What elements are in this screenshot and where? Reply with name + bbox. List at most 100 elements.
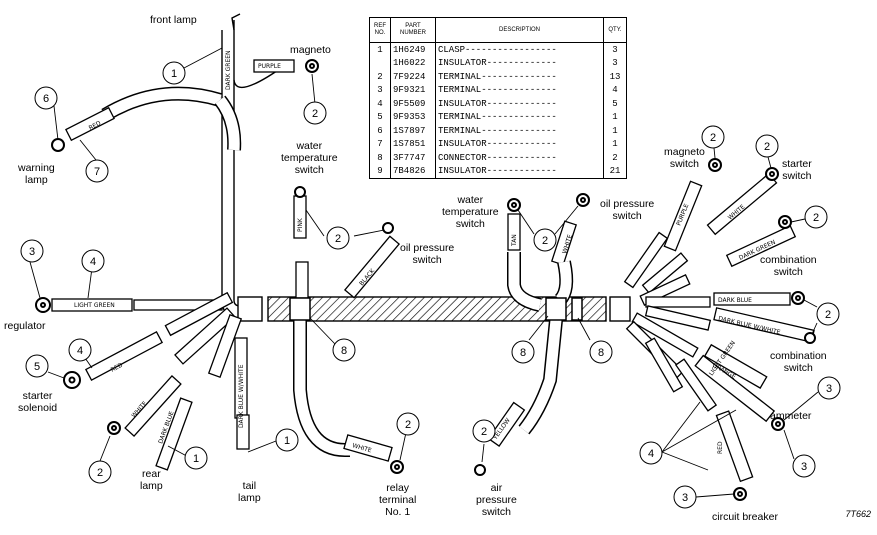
label-front-lamp: front lamp	[150, 14, 197, 26]
label-line: combination	[770, 350, 827, 362]
cell-part-number: 1H6022	[390, 56, 436, 71]
label-line: temperature	[281, 152, 338, 164]
label-magneto-switch: magneto switch	[664, 146, 705, 170]
cell-qty: 2	[612, 152, 618, 163]
cell-qty: 5	[612, 98, 618, 109]
label-line: water	[296, 140, 323, 152]
label-combination-switch-1: combination switch	[760, 254, 817, 278]
cell-description: TERMINAL--------------	[435, 83, 604, 97]
svg-text:4: 4	[77, 345, 83, 357]
callout-8-left: 8	[332, 338, 356, 362]
wire-label-dark-green: DARK GREEN	[225, 50, 232, 90]
callout-4-regulator: 4	[81, 249, 105, 273]
callout-2-combination-1: 2	[804, 205, 828, 229]
label-relay-terminal: relay terminal No. 1	[379, 482, 416, 518]
svg-text:1: 1	[171, 68, 177, 80]
cell-ref: 2	[369, 70, 391, 84]
figure-number: 7T662	[845, 509, 871, 519]
label-ammeter: ammeter	[770, 410, 812, 422]
label-oil-pressure-switch-2: oil pressure switch	[600, 198, 654, 222]
svg-text:4: 4	[90, 256, 96, 268]
label-line: No. 1	[385, 506, 411, 518]
cell-part-number: 3F7747	[390, 150, 436, 165]
cell-part-number: 1S7851	[390, 137, 436, 151]
cell-ref: 3	[369, 83, 391, 97]
svg-text:2: 2	[335, 233, 341, 245]
cell-description: INSULATOR-------------	[435, 137, 604, 151]
cell-qty: 1	[612, 125, 618, 136]
cell-part-number: 9F5509	[390, 97, 436, 111]
callout-3-ammeter: 3	[817, 376, 841, 400]
cell-qty: 1	[612, 139, 618, 150]
label-line: relay	[386, 482, 410, 494]
cell-ref: 4	[369, 97, 391, 111]
callout-4-right: 4	[639, 441, 663, 465]
cell-ref: 1	[369, 42, 391, 57]
label-line: switch	[773, 266, 803, 278]
callout-2-magneto: 2	[303, 101, 327, 125]
label-line: oil pressure	[400, 242, 455, 254]
callout-2-solenoid: 2	[88, 460, 112, 484]
header-description: DESCRIPTION	[435, 17, 604, 43]
label-line: tail	[242, 480, 257, 492]
label-magneto: magneto	[290, 44, 331, 56]
label-line: lamp	[25, 174, 48, 186]
cell-ref: 8	[369, 150, 391, 165]
label-line: lamp	[238, 492, 261, 504]
cell-part-number: 9F9353	[390, 110, 436, 124]
cell-part-number: 1H6249	[390, 42, 436, 57]
svg-text:2: 2	[764, 141, 770, 153]
cables	[51, 59, 815, 483]
callout-5: 5	[25, 354, 49, 378]
callout-2-magneto-switch: 2	[701, 125, 725, 149]
label-line: switch	[294, 164, 324, 176]
callout-2-water-temp-2: 2	[533, 228, 557, 252]
svg-text:1: 1	[284, 435, 290, 447]
cell-description: INSULATOR-------------	[435, 56, 604, 71]
connectors	[289, 297, 583, 321]
wire-label-pink: PINK	[297, 217, 304, 232]
label-regulator: regulator	[4, 320, 46, 332]
svg-text:1: 1	[193, 453, 199, 465]
cell-description: INSULATOR-------------	[435, 97, 604, 111]
svg-text:3: 3	[29, 246, 35, 258]
callout-8-right: 8	[589, 340, 613, 364]
label-line: rear	[142, 468, 161, 480]
label-starter-switch: starter switch	[782, 158, 812, 182]
label-water-temperature-switch-1: water temperature switch	[281, 140, 338, 176]
svg-text:8: 8	[598, 347, 604, 359]
label-line: switch	[412, 254, 442, 266]
label-line: starter	[22, 390, 53, 402]
svg-text:2: 2	[813, 212, 819, 224]
cell-ref: 9	[369, 164, 391, 179]
terminals	[35, 59, 816, 501]
callout-1-tail-lamp: 1	[275, 428, 299, 452]
label-line: switch	[782, 170, 812, 182]
label-water-temperature-switch-2: water temperature switch	[442, 194, 499, 230]
svg-text:3: 3	[801, 461, 807, 473]
callout-2-relay: 2	[396, 412, 420, 436]
cell-ref: 7	[369, 137, 391, 151]
callout-2-starter-switch: 2	[755, 134, 779, 158]
parts-table-header: REF NO. PART NUMBER DESCRIPTION QTY.	[369, 17, 627, 43]
label-circuit-breaker: circuit breaker	[712, 511, 778, 523]
callouts: 1 2 6 7 2 3 4 2 5 4 1 1 8 2 8 8 2 2 2 2 …	[20, 61, 841, 509]
cell-description: CONNECTOR-------------	[435, 150, 604, 165]
label-line: lamp	[140, 480, 163, 492]
label-line: air	[490, 482, 503, 494]
svg-text:4: 4	[648, 448, 654, 460]
wire-label-dark-blue-w-white: DARK BLUE W/WHITE	[238, 364, 245, 428]
label-line: switch	[783, 362, 813, 374]
cell-part-number: 7B4826	[390, 164, 436, 179]
label-combination-switch-2: combination switch	[770, 350, 827, 374]
callout-3-ammeter-lower: 3	[792, 454, 816, 478]
cell-qty: 1	[612, 112, 618, 123]
svg-text:6: 6	[43, 93, 49, 105]
label-line: combination	[760, 254, 817, 266]
wire-label-red: RED	[717, 441, 724, 454]
svg-text:8: 8	[341, 345, 347, 357]
